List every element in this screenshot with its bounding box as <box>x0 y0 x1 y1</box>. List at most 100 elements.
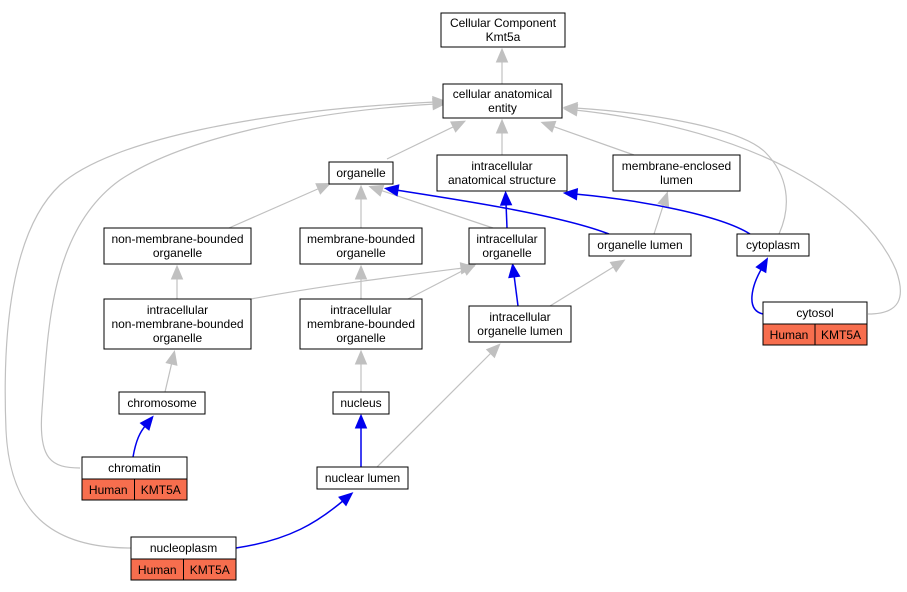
node-box <box>328 161 394 185</box>
node-box <box>436 154 568 192</box>
node-label: chromatin <box>108 461 161 475</box>
node-box <box>118 391 206 415</box>
node-label: lumen <box>660 173 693 187</box>
node-label: non-membrane-bounded <box>111 232 243 246</box>
annotation-cell <box>183 558 237 581</box>
graph-edges <box>4 47 901 549</box>
is-a-edge <box>549 265 616 307</box>
node-box <box>468 227 546 265</box>
node-label: nucleus <box>340 396 381 410</box>
arrowhead <box>338 492 354 507</box>
node-chromosome[interactable]: chromosome <box>118 391 206 415</box>
arrowhead <box>657 191 670 208</box>
node-label: intracellular <box>147 303 208 317</box>
part-of-edge <box>513 274 519 307</box>
annotation-gene: KMT5A <box>821 328 861 342</box>
is-a-edge <box>4 101 436 549</box>
node-label: membrane-bounded <box>307 232 415 246</box>
arrowhead <box>755 257 769 274</box>
is-a-edge <box>376 351 493 468</box>
annotation-cell <box>814 323 868 346</box>
node-label: organelle <box>153 331 203 345</box>
node-organelle[interactable]: organelle <box>328 161 394 185</box>
arrowhead <box>495 47 509 63</box>
node-label: anatomical structure <box>448 173 556 187</box>
node-label: intracellular <box>330 303 391 317</box>
node-nuclear-lumen[interactable]: nuclear lumen <box>316 466 409 490</box>
node-label: non-membrane-bounded <box>111 317 243 331</box>
arrowhead <box>495 118 509 134</box>
is-a-edge <box>574 109 901 315</box>
node-label: entity <box>488 101 517 115</box>
node-box <box>736 233 810 257</box>
arrowhead <box>450 120 467 133</box>
node-cytoplasm[interactable]: cytoplasm <box>736 233 810 257</box>
arrowhead <box>368 184 385 197</box>
node-box <box>442 83 563 119</box>
node-label: nuclear lumen <box>325 471 400 485</box>
node-label: membrane-enclosed <box>622 159 731 173</box>
node-label: cellular anatomical <box>453 87 552 101</box>
node-label: Kmt5a <box>486 30 521 44</box>
node-label: membrane-bounded <box>307 317 415 331</box>
arrowhead <box>170 264 184 280</box>
node-box <box>299 227 423 265</box>
part-of-edge <box>505 202 508 229</box>
node-box <box>103 227 252 265</box>
node-box <box>316 466 409 490</box>
node-label: nucleoplasm <box>150 541 217 555</box>
arrowhead <box>315 183 332 195</box>
part-of-edge <box>235 499 345 549</box>
arrowhead <box>508 262 521 279</box>
part-of-edge <box>132 424 147 458</box>
node-nucleus[interactable]: nucleus <box>332 391 390 415</box>
is-a-edge <box>407 268 467 300</box>
is-a-edge <box>379 189 494 229</box>
arrowhead <box>562 188 579 201</box>
node-label: intracellular <box>471 159 532 173</box>
arrowhead <box>354 413 368 429</box>
node-label: Cellular Component <box>450 16 557 30</box>
node-label: organelle <box>336 331 386 345</box>
node-box <box>612 154 741 192</box>
node-box <box>588 233 692 257</box>
is-a-edge <box>386 125 456 160</box>
arrowhead <box>139 415 154 431</box>
arrowhead <box>499 190 513 206</box>
part-of-edge <box>395 189 610 235</box>
is-a-edge <box>40 103 436 469</box>
arrowhead <box>485 343 501 359</box>
node-label: organelle <box>482 246 532 260</box>
part-of-edge <box>751 267 764 315</box>
is-a-edge <box>228 187 321 229</box>
node-box <box>332 391 390 415</box>
annotation-species: Human <box>138 563 177 577</box>
node-label: organelle lumen <box>477 324 562 338</box>
arrowhead <box>609 259 626 273</box>
annotation-species: Human <box>770 328 809 342</box>
node-box <box>440 12 566 48</box>
arrowhead <box>540 120 557 133</box>
arrowhead <box>165 350 178 366</box>
node-inmbo[interactable]: intracellularnon-membrane-boundedorganel… <box>103 298 252 350</box>
is-a-edge <box>164 361 173 393</box>
node-ol[interactable]: organelle lumen <box>588 233 692 257</box>
is-a-edge <box>250 267 464 300</box>
node-label: intracellular <box>476 232 537 246</box>
annotation-cell <box>134 478 188 501</box>
node-label: intracellular <box>489 310 550 324</box>
